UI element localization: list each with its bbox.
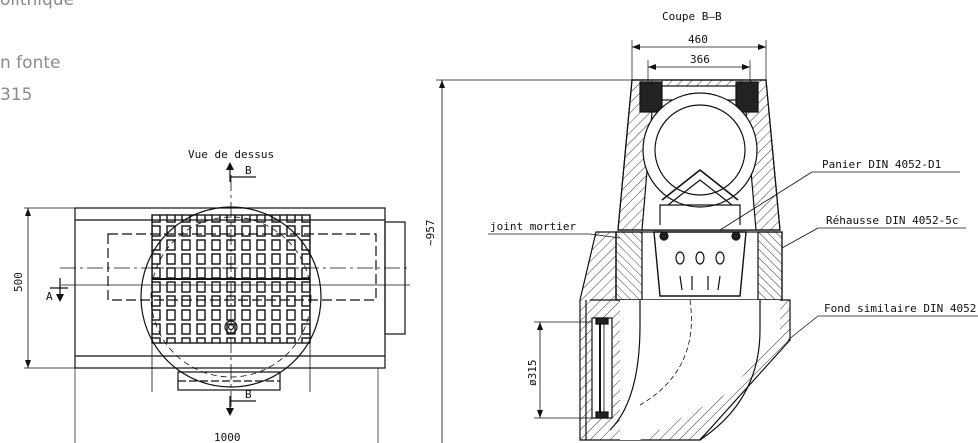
frame-right (735, 81, 759, 113)
riser-right (757, 231, 783, 301)
dim-outer-label: 460 (688, 33, 708, 46)
dim-width-label: 1000 (214, 431, 241, 443)
pipe-outlet (591, 317, 613, 419)
header-text-line-1: olithique (0, 0, 75, 10)
side-boss (384, 221, 406, 335)
section-mark-top: B (245, 164, 252, 177)
top-view-title: Vue de dessus (188, 148, 274, 161)
header-text-line-3: 315 (0, 85, 33, 105)
header-text-line-2: n fonte (0, 53, 61, 73)
inner-circle (642, 92, 758, 208)
callout-riser: Réhausse DIN 4052-5c (826, 214, 958, 227)
section-mark-bottom: B (245, 388, 252, 401)
top-view: Vue de dessus B B (12, 148, 410, 443)
dim-total-height-label: ~957 (424, 220, 437, 247)
dim-pipe-label: ø315 (526, 360, 539, 387)
section-view: Coupe B–B 460 366 (424, 10, 978, 443)
callout-joint: joint mortier (490, 220, 576, 233)
frame-left (639, 81, 663, 113)
callout-basket: Panier DIN 4052-D1 (822, 158, 941, 171)
elbow-inner-wall (609, 300, 641, 431)
callout-base: Fond similaire DIN 4052-3 (824, 302, 978, 315)
dim-height-label: 500 (12, 272, 25, 292)
riser-left (615, 231, 643, 301)
dim-inner-label: 366 (690, 53, 710, 66)
section-title: Coupe B–B (662, 10, 722, 23)
basket-handle (661, 168, 739, 201)
section-mark-side: A (46, 290, 53, 303)
